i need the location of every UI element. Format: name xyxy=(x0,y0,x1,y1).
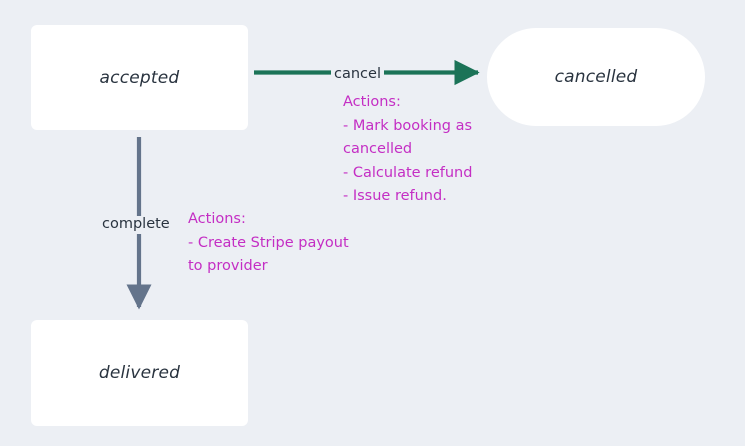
actions-note-cancel-item: cancelled xyxy=(343,141,413,157)
state-node-accepted[interactable]: accepted xyxy=(31,25,248,130)
state-node-accepted-label: accepted xyxy=(99,67,180,88)
actions-note-cancel-item: - Mark booking as xyxy=(343,117,473,134)
actions-note-cancel-item: - Calculate refund xyxy=(343,164,473,181)
actions-note-cancel-heading: Actions: xyxy=(343,94,401,110)
actions-note-cancel-item: - Issue refund. xyxy=(343,188,447,204)
edge-label-cancel: cancel xyxy=(331,66,384,84)
actions-note-complete-heading: Actions: xyxy=(188,211,246,227)
actions-note-complete-item: to provider xyxy=(188,258,268,274)
state-node-cancelled-label: cancelled xyxy=(554,67,638,87)
actions-note-complete: Actions: - Create Stripe payout to provi… xyxy=(188,208,349,279)
state-node-delivered[interactable]: delivered xyxy=(31,320,248,426)
state-node-cancelled[interactable]: cancelled xyxy=(487,28,705,126)
state-node-delivered-label: delivered xyxy=(98,363,181,383)
actions-note-complete-item: - Create Stripe payout xyxy=(188,234,349,251)
actions-note-cancel: Actions: - Mark booking as cancelled - C… xyxy=(343,91,472,209)
edge-label-complete: complete xyxy=(99,216,173,234)
